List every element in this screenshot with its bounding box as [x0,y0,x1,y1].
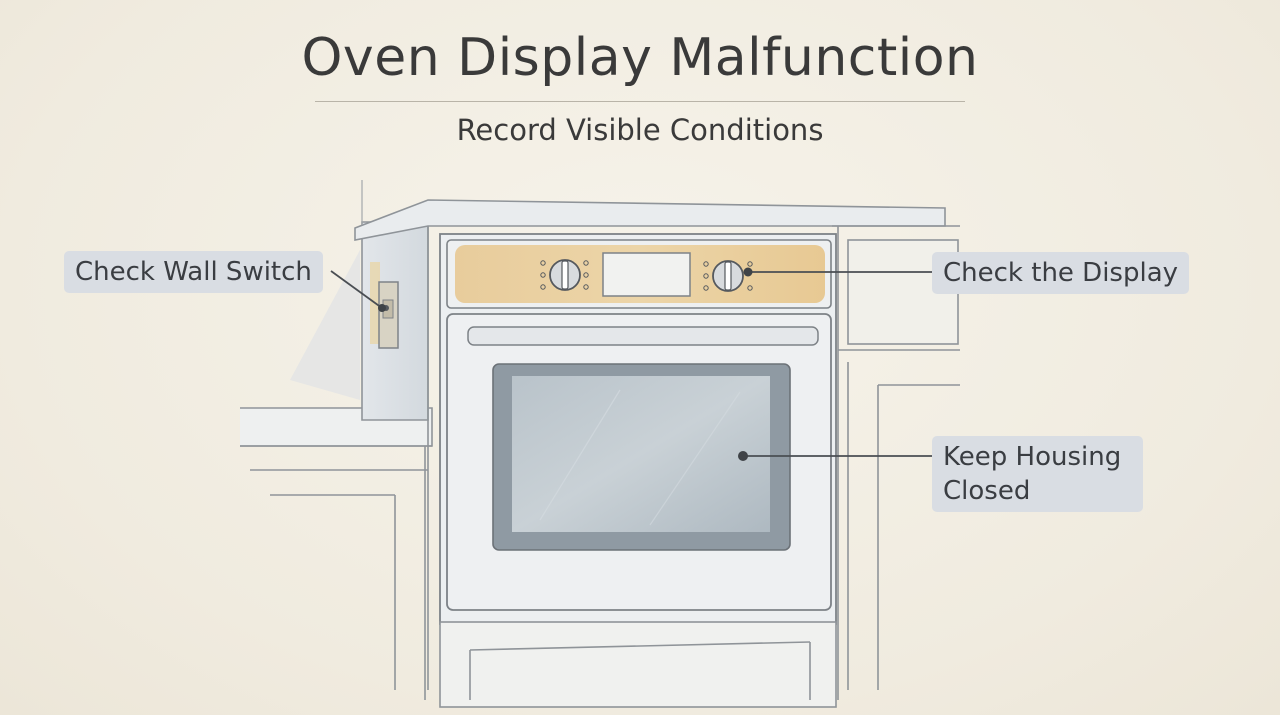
shadow-wash [290,250,360,400]
leader-wall-switch [330,270,383,309]
leader-dots [378,267,753,461]
oven-door [446,313,832,611]
oven-window [512,376,770,532]
door-handle [467,326,819,346]
callout-check-wall-switch: Check Wall Switch [64,251,323,293]
diagram-title: Oven Display Malfunction [301,28,979,88]
bottom-drawer [439,621,837,708]
left-knob [540,259,589,291]
title-divider [315,101,965,102]
display-screen [602,252,691,297]
diagram-subtitle: Record Visible Conditions [456,113,824,147]
right-knob [703,260,753,292]
leader-lines [330,270,932,457]
control-panel [446,239,832,309]
callout-check-display: Check the Display [932,252,1190,294]
left-counter [240,407,433,700]
callout-keep-housing-closed: Keep Housing Closed [932,436,1143,512]
